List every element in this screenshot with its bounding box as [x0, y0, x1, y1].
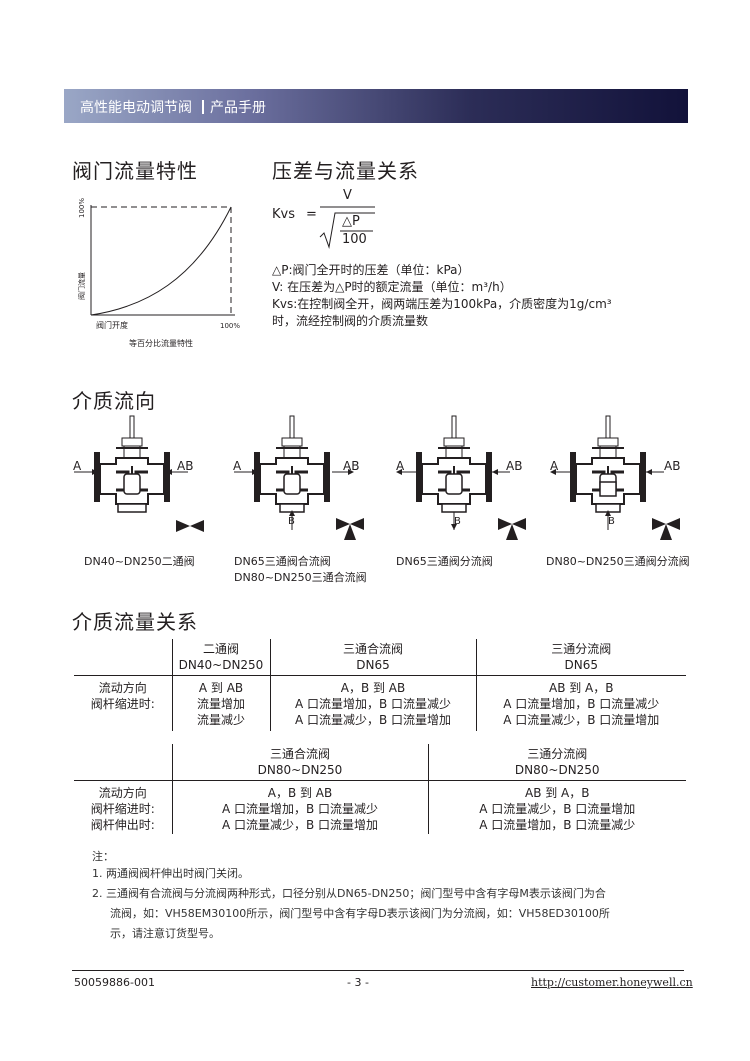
- chart-y-top-label: 100%: [78, 197, 86, 218]
- t2-row-label-extend: 阀杆伸出时:: [90, 817, 155, 832]
- t2-row-label-direction: 流动方向: [98, 785, 147, 800]
- diagram4-port-b: B: [608, 516, 615, 527]
- diagram3-port-b: B: [454, 516, 461, 527]
- t1-c1-l3: 流量减少: [196, 712, 245, 727]
- header-banner: [64, 89, 688, 123]
- t1-c2-l2: A 口流量增加，B 口流量减少: [294, 696, 452, 711]
- note-2-line-3: 示，请注意订货型号。: [110, 927, 220, 940]
- header-title: 高性能电动调节阀: [80, 100, 192, 116]
- header-title-bar: 高性能电动调节阀 产品手册: [80, 97, 266, 117]
- t1-c3-l3: A 口流量减少，B 口流量增加: [503, 712, 660, 727]
- footer-page-number: - 3 -: [347, 976, 369, 989]
- diagram2-caption-1: DN65三通阀合流阀: [234, 555, 331, 568]
- formula-den-top: △P: [342, 214, 360, 229]
- flow-characteristic-chart: [90, 205, 235, 316]
- definition-kvs-1: Kvs:在控制阀全开，阀两端压差为100kPa，介质密度为1g/cm³: [272, 297, 612, 311]
- t1-row-label-direction: 流动方向: [98, 680, 147, 695]
- valve-diagrams: [74, 414, 680, 540]
- t1-col3-title: 三通分流阀: [551, 642, 612, 656]
- notes-title: 注：: [92, 850, 114, 863]
- formula-numerator: V: [343, 188, 352, 203]
- t1-col1-title: 二通阀: [202, 642, 239, 656]
- t1-c2-l3: A 口流量减少，B 口流量增加: [294, 712, 452, 727]
- t1-c1-l1: A 到 AB: [198, 680, 244, 695]
- diagram2-port-a: A: [233, 459, 242, 473]
- t2-col1-size: DN80~DN250: [257, 763, 343, 777]
- diagram2-port-ab: AB: [343, 459, 360, 473]
- chart-caption: 等百分比流量特性: [129, 339, 193, 348]
- valve-symbol-two-way: [176, 520, 190, 532]
- header-divider: [202, 100, 204, 114]
- diagram3-caption: DN65三通阀分流阀: [396, 555, 493, 568]
- formula-equals: =: [306, 207, 317, 222]
- formula-fraction-lines: [319, 206, 375, 249]
- media-direction-heading: 介质流向: [72, 389, 156, 413]
- t2-c2-l3: A 口流量增加，B 口流量减少: [479, 817, 636, 832]
- t2-col2-title: 三通分流阀: [527, 747, 588, 761]
- valve-diagram-diverting-dn80: [550, 414, 680, 540]
- sqrt-sign: [319, 212, 375, 249]
- t2-col1-title: 三通合流阀: [269, 747, 330, 761]
- definition-kvs-2: 时，流经控制阀的介质流量数: [272, 314, 429, 328]
- definition-v: V: 在压差为△P时的额定流量（单位：m³/h）: [272, 280, 512, 294]
- diagram1-port-a: A: [73, 459, 82, 473]
- diagram4-port-a: A: [550, 459, 559, 473]
- t2-c1-l2: A 口流量增加，B 口流量减少: [221, 801, 379, 816]
- valve-symbol-diverting: [498, 518, 512, 530]
- valve-diagram-two-way: [74, 414, 204, 532]
- formula-lhs: Kvs: [272, 207, 295, 222]
- characteristic-heading: 阀门流量特性: [72, 159, 198, 183]
- t1-col2-size: DN65: [356, 658, 390, 672]
- t1-c2-l1: A，B 到 AB: [340, 680, 406, 695]
- valve-symbol-mixing: [336, 518, 350, 530]
- chart-x-label: 阀门开度: [96, 321, 128, 330]
- valve-symbol-diverting-large: [652, 518, 666, 530]
- diagram1-caption: DN40~DN250二通阀: [84, 555, 195, 568]
- footer-doc-number: 50059886-001: [74, 976, 155, 989]
- footer-rule: [72, 970, 684, 971]
- note-1: 1. 两通阀阀杆伸出时阀门关闭。: [92, 867, 249, 880]
- t2-c2-l2: A 口流量减少，B 口流量增加: [479, 801, 636, 816]
- chart-x-end-label: 100%: [220, 322, 241, 330]
- note-2-line-1: 2. 三通阀有合流阀与分流阀两种形式，口径分别从DN65-DN250；阀门型号中…: [92, 887, 606, 900]
- diagram2-caption-2: DN80~DN250三通合流阀: [234, 571, 367, 584]
- t1-row-label-retract: 阀杆缩进时:: [90, 696, 155, 711]
- diagram2-port-b: B: [288, 516, 295, 527]
- header-subtitle: 产品手册: [210, 100, 266, 116]
- diagram3-port-ab: AB: [506, 459, 523, 473]
- diagram1-port-ab: AB: [177, 459, 194, 473]
- footer-url[interactable]: http://customer.honeywell.cn: [531, 976, 693, 989]
- flow-relation-heading: 介质流量关系: [72, 610, 198, 634]
- definition-dp: △P:阀门全开时的压差（单位：kPa）: [272, 263, 470, 277]
- pressure-heading: 压差与流量关系: [272, 159, 419, 183]
- t1-col2-title: 三通合流阀: [342, 642, 403, 656]
- t1-col3-size: DN65: [564, 658, 599, 672]
- diagram3-port-a: A: [396, 459, 405, 473]
- t2-c1-l3: A 口流量减少，B 口流量增加: [221, 817, 379, 832]
- t1-col1-size: DN40~DN250: [178, 658, 264, 672]
- t2-c1-l1: A，B 到 AB: [267, 785, 333, 800]
- t2-col2-size: DN80~DN250: [514, 763, 600, 777]
- flow-table-1: 二通阀 DN40~DN250 三通合流阀 DN65 三通分流阀 DN65 流动方…: [74, 639, 686, 731]
- note-2-line-2: 流阀，如：VH58EM30100所示，阀门型号中含有字母D表示该阀门为分流阀，如…: [110, 907, 610, 920]
- t1-c3-l1: AB 到 A，B: [548, 680, 614, 695]
- t1-c1-l2: 流量增加: [196, 696, 245, 711]
- chart-y-label: 阀门流量: [78, 272, 86, 300]
- t2-row-label-retract: 阀杆缩进时:: [90, 801, 155, 816]
- equal-percentage-curve: [90, 206, 232, 316]
- valve-diagram-diverting-dn65: [396, 414, 526, 540]
- formula-den-bottom: 100: [342, 232, 367, 247]
- diagram4-port-ab: AB: [664, 459, 681, 473]
- t1-c3-l2: A 口流量增加，B 口流量减少: [503, 696, 660, 711]
- valve-diagram-mixing: [234, 414, 364, 540]
- flow-table-2: 三通合流阀 DN80~DN250 三通分流阀 DN80~DN250 流动方向 阀…: [74, 744, 686, 834]
- diagram4-caption: DN80~DN250三通阀分流阀: [546, 555, 690, 568]
- t2-c2-l1: AB 到 A，B: [524, 785, 590, 800]
